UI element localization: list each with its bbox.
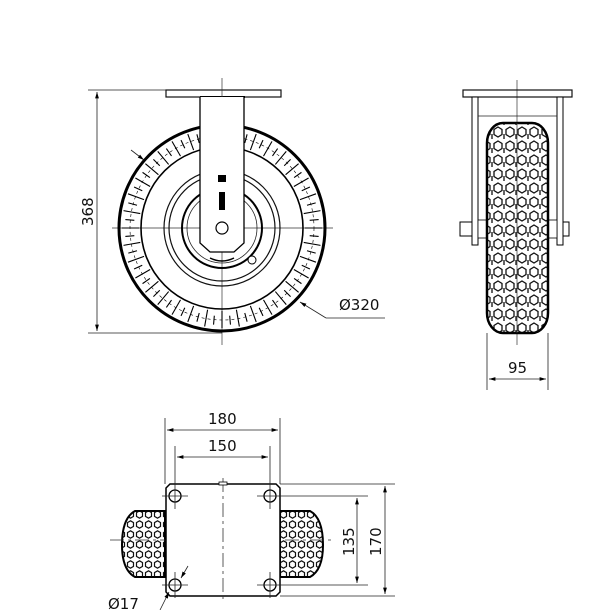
valve [247,255,257,265]
logo-text-icon [219,192,225,210]
tyre-left-visible [120,510,166,578]
logo-mark-icon [218,175,226,182]
front-mounting-plate [462,89,573,98]
bolt-hole-diameter-label: Ø17 [108,595,139,610]
mounting-plate [165,89,282,98]
bolt-holes [162,483,283,598]
plate-depth-label: 170 [367,527,385,556]
top-plate-view: 180 150 135 170 Ø17 [108,410,395,610]
plate-width-label: 180 [208,410,237,428]
side-view: 368 Ø320 [79,78,385,345]
axle [215,221,229,235]
fork-bracket [199,97,245,253]
front-tyre [485,121,550,335]
tyre-right-visible [279,510,325,578]
hole-spacing-y-label: 135 [340,527,358,556]
height-dimension-label: 368 [79,197,97,226]
hole-spacing-x-label: 150 [208,437,237,455]
front-view: 95 [459,80,573,390]
wheel-diameter-label: Ø320 [339,296,379,314]
tread-width-label: 95 [508,359,527,377]
